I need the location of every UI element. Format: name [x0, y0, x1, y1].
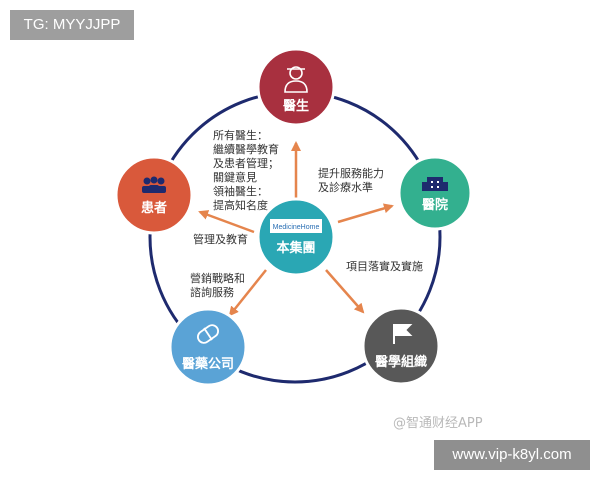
node-pharma-label: 醫藥公司: [182, 356, 234, 372]
node-doctors: 醫生: [256, 47, 336, 127]
node-pharma: 醫藥公司: [168, 307, 248, 387]
telegram-tag-overlay: TG: MYYJJPP: [10, 10, 134, 40]
relation-doctors-line: 提高知名度: [213, 198, 268, 212]
relation-doctors-line: 繼續醫學教育: [213, 142, 279, 156]
node-organizations-label: 醫學組織: [375, 354, 427, 370]
arrow-to-pharma: [228, 269, 267, 317]
arrow-to-organizations: [325, 269, 365, 314]
arrows: [198, 141, 394, 317]
node-patients-label: 患者: [141, 200, 167, 216]
relation-pharma-line: 諮詢服務: [190, 285, 234, 299]
node-organizations: 醫學組織: [361, 306, 441, 386]
relation-doctors-line: 關鍵意見: [213, 170, 257, 184]
node-doctors-label: 醫生: [283, 98, 309, 114]
relation-doctors: 所有醫生： 繼續醫學教育 及患者管理； 關鍵意見 領袖醫生： 提高知名度: [213, 128, 279, 212]
relation-doctors-line: 及患者管理；: [213, 156, 279, 170]
relation-doctors-line: 領袖醫生：: [213, 184, 268, 198]
relation-doctors-line: 所有醫生：: [213, 128, 268, 142]
relation-patients: 管理及教育: [193, 232, 248, 246]
relation-organizations: 項目落實及實施: [346, 259, 423, 273]
watermark: @智通财经APP: [393, 416, 483, 431]
flag-icon: [393, 324, 413, 344]
url-banner-overlay: www.vip-k8yl.com: [434, 440, 590, 470]
doctor-icon: [284, 66, 308, 93]
people-icon: [142, 176, 166, 193]
center-logo-box: [270, 219, 322, 233]
relation-pharma-line: 營銷戰略和: [190, 271, 245, 285]
center-label: 本集團: [276, 240, 315, 256]
center-logo: MedicineHome: [273, 224, 320, 231]
relation-patients-line: 管理及教育: [193, 232, 248, 246]
relation-hospitals-line: 提升服務能力: [318, 166, 384, 180]
relation-hospitals: 提升服務能力 及診療水準: [318, 166, 384, 194]
relation-organizations-line: 項目落實及實施: [346, 259, 423, 273]
pill-icon: [197, 324, 219, 344]
node-hospitals-label: 醫院: [422, 197, 448, 213]
arrow-to-hospitals: [337, 203, 394, 224]
arrow-to-patients: [198, 210, 255, 234]
node-patients: 患者: [114, 155, 194, 235]
relation-hospitals-line: 及診療水準: [318, 180, 373, 194]
hospital-building-icon: [422, 177, 448, 191]
node-center: MedicineHome 本集團: [256, 197, 336, 277]
relation-pharma: 營銷戰略和 諮詢服務: [190, 271, 245, 299]
node-hospitals: 醫院: [397, 155, 473, 231]
